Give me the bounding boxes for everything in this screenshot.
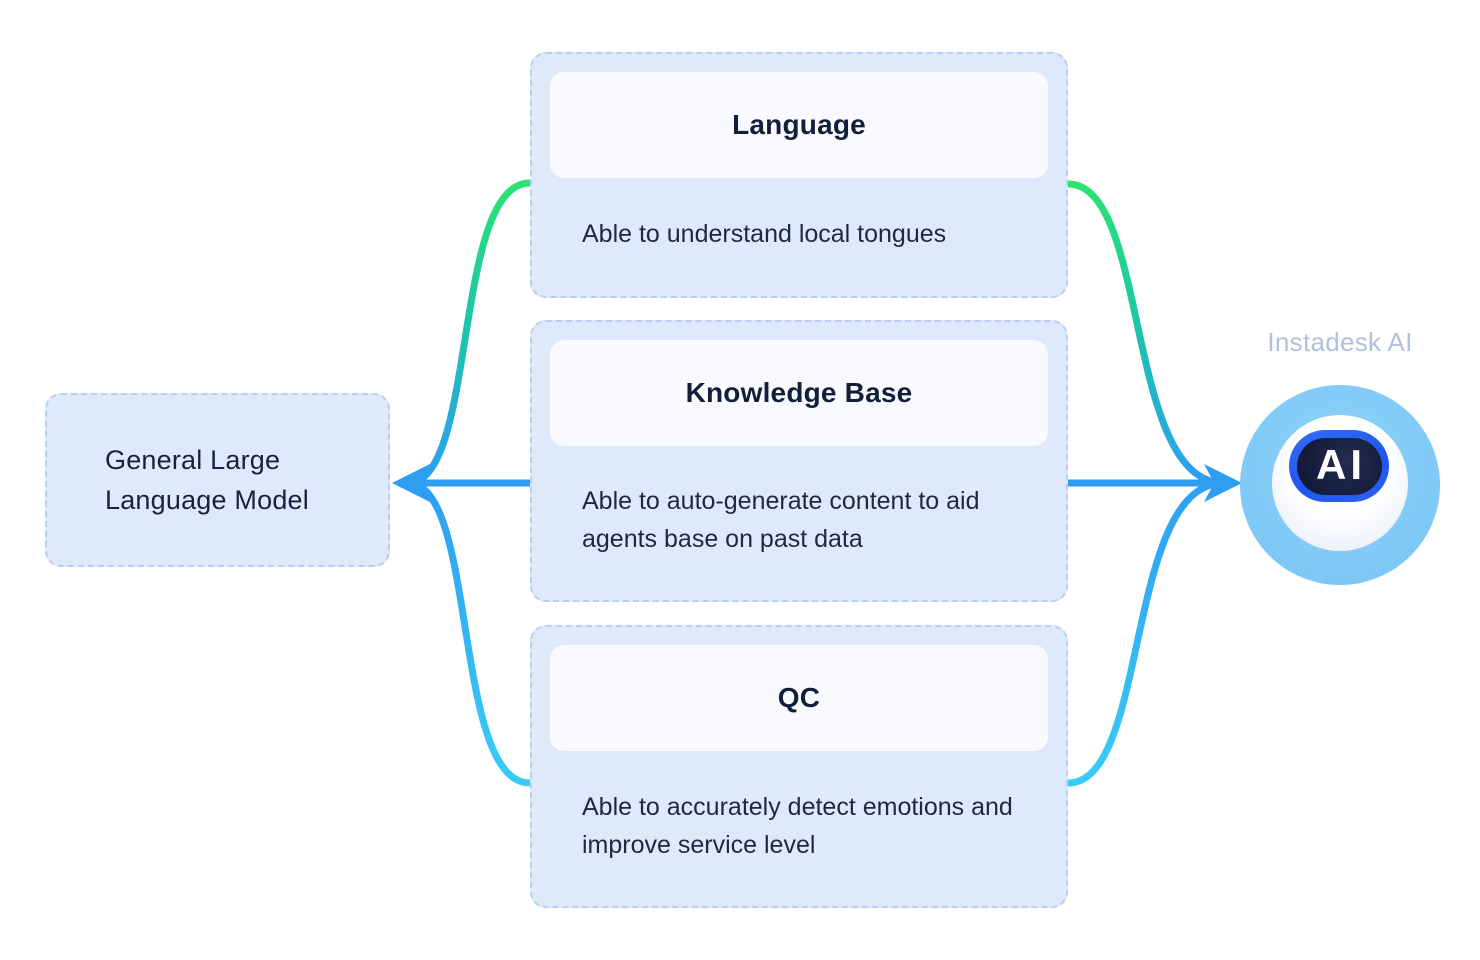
capability-header-language: Language bbox=[550, 72, 1048, 178]
capability-title: Knowledge Base bbox=[685, 377, 913, 408]
capability-header-qc: QC bbox=[550, 645, 1048, 751]
source-node-label: General Large Language Model bbox=[105, 445, 309, 515]
capability-title: Language bbox=[732, 109, 866, 140]
arrowhead-left-icon bbox=[392, 464, 430, 502]
source-node-card: General Large Language Model bbox=[45, 393, 390, 567]
connector-right-top bbox=[1067, 180, 1225, 487]
capability-card-qc: QC Able to accurately detect emotions an… bbox=[530, 625, 1068, 908]
capability-card-language: Language Able to understand local tongue… bbox=[530, 52, 1068, 298]
ai-badge-pill: AI bbox=[1289, 430, 1389, 502]
connector-left-bottom bbox=[407, 479, 531, 787]
capability-description: Able to auto-generate content to aid age… bbox=[582, 487, 980, 553]
capability-header-knowledge-base: Knowledge Base bbox=[550, 340, 1048, 446]
ai-badge-inner-circle: AI bbox=[1272, 415, 1408, 551]
ai-badge-icon: AI bbox=[1240, 385, 1440, 585]
target-node-label: Instadesk AI bbox=[1267, 327, 1413, 357]
capability-card-knowledge-base: Knowledge Base Able to auto-generate con… bbox=[530, 320, 1068, 602]
capability-description: Able to understand local tongues bbox=[582, 220, 947, 248]
ai-badge-text: AI bbox=[1316, 441, 1366, 488]
connector-right-bottom bbox=[1067, 479, 1225, 787]
ai-badge-pill-face: AI bbox=[1296, 437, 1382, 495]
capability-title: QC bbox=[777, 682, 821, 713]
capability-description: Able to accurately detect emotions and i… bbox=[582, 792, 1013, 859]
connector-left-top bbox=[407, 179, 531, 487]
arrowhead-right-icon bbox=[1204, 464, 1242, 502]
